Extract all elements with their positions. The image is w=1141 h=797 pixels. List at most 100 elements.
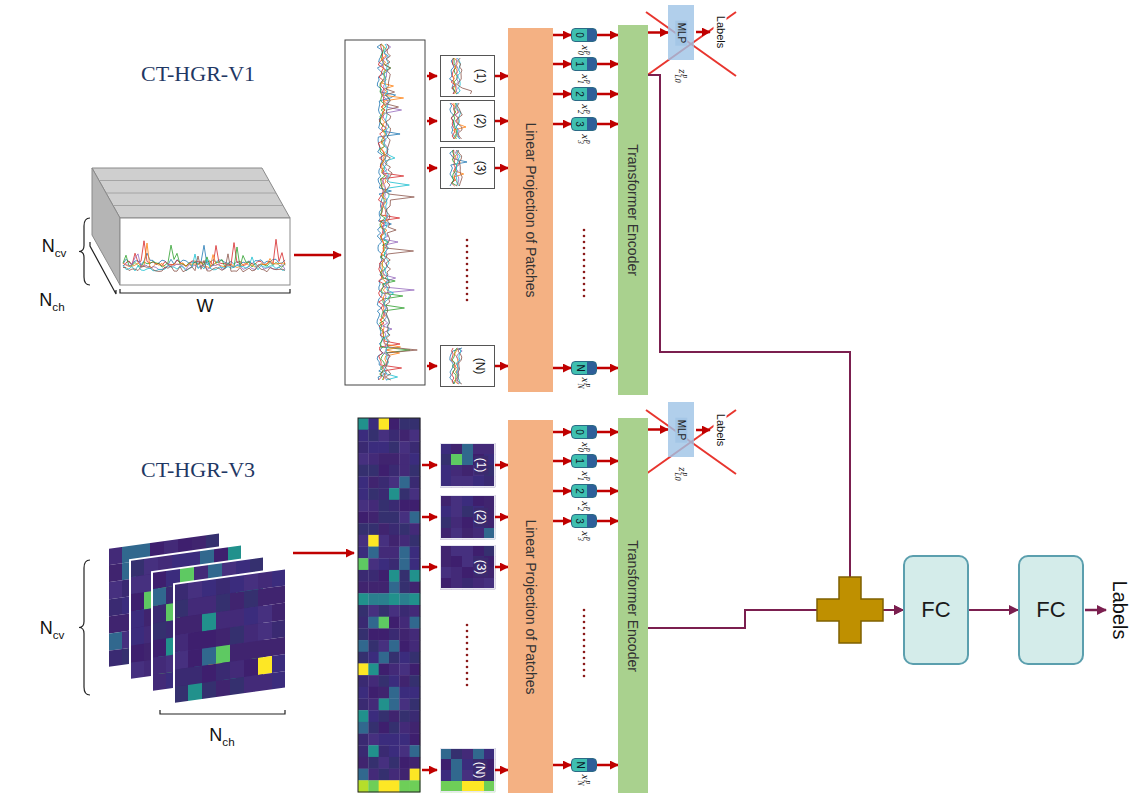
heatmap-cell [462, 578, 473, 589]
flow-arrow [427, 75, 437, 78]
heatmap-cell [440, 495, 451, 506]
heatmap-cell [368, 757, 379, 769]
dimension-bracket [90, 242, 116, 294]
heatmap-cell [410, 710, 421, 722]
heatmap-cell [244, 658, 258, 677]
superscript: p [584, 383, 592, 388]
heatmap-cell [368, 582, 379, 594]
heatmap-cell [451, 759, 462, 770]
patch-signal [450, 348, 462, 384]
heatmap-cell [368, 663, 379, 675]
heatmap-cell [399, 769, 410, 781]
heatmap-cell [258, 639, 272, 658]
heatmap-cell [473, 495, 484, 506]
emg-trace [458, 58, 472, 94]
heatmap-cell [410, 675, 421, 687]
heatmap-cell [108, 580, 122, 599]
ellipsis-dot [583, 645, 586, 648]
dimension-brace [79, 218, 90, 285]
ellipsis-dot [466, 239, 469, 242]
heatmap-cell [379, 745, 390, 757]
heatmap-cell [462, 545, 473, 556]
superscript: p [584, 780, 592, 785]
emg-trace [454, 103, 466, 139]
heatmap-cell [473, 476, 484, 487]
heatmap-cell [258, 587, 272, 606]
heatmap-cell [389, 465, 400, 477]
heatmap-cell [368, 476, 379, 488]
heatmap-cell [389, 418, 400, 430]
box-face [92, 168, 120, 285]
token-symbol-text: x [579, 774, 591, 779]
heatmap-cell [410, 757, 421, 769]
heatmap-cell [410, 640, 421, 652]
heatmap-cell [399, 745, 410, 757]
heatmap-cell [358, 453, 369, 465]
heatmap-cell [379, 465, 390, 477]
heatmap-patch: (1) [440, 443, 495, 487]
subscript: 1 [576, 477, 584, 481]
emg-trace [458, 348, 462, 384]
token-symbol-text: x [579, 134, 591, 139]
heatmap-cell [389, 687, 400, 699]
ellipsis-dot [466, 245, 469, 248]
subscript: L0 [673, 75, 681, 83]
projection-block: Linear Projection of Patches [508, 420, 553, 793]
ellipsis-dot [583, 621, 586, 624]
index-stack: pN [576, 780, 591, 785]
ellipsis-dot [583, 277, 586, 280]
heatmap-cell [451, 517, 462, 528]
mlp-head-text: MLP [675, 20, 687, 45]
ellipsis-dot [466, 672, 469, 675]
heatmap-cell [451, 545, 462, 556]
ellipsis-dot [466, 636, 469, 639]
flow-arrow [553, 520, 571, 523]
heatmap-cell [379, 430, 390, 442]
heatmap-cell [358, 582, 369, 594]
heatmap-cell [399, 418, 410, 430]
heatmap-cell [272, 603, 286, 622]
flow-arrow [495, 516, 508, 519]
heatmap-cell [174, 599, 188, 618]
heatmap-patch-text: (1) [475, 456, 489, 475]
heatmap-cell [379, 535, 390, 547]
patch-signal [450, 58, 472, 94]
subscript: 2 [576, 507, 584, 511]
heatmap-cell [152, 639, 166, 658]
heatmap-cell [473, 545, 484, 556]
heatmap-cell [389, 699, 400, 711]
heatmap-cell [389, 593, 400, 605]
heatmap-cell [379, 652, 390, 664]
heatmap-cell [244, 589, 258, 608]
flow-arrow [597, 764, 618, 767]
ellipsis-dot [466, 263, 469, 266]
heatmap-cell [451, 567, 462, 578]
emg-trace [123, 254, 285, 272]
heatmap-cell [451, 770, 462, 781]
flow-arrow [495, 769, 508, 772]
heatmap-cell [368, 699, 379, 711]
patch-token: 0 [571, 425, 597, 439]
heatmap-cell [410, 734, 421, 746]
heatmap-cell [379, 582, 390, 594]
index-stack: p3 [576, 537, 591, 541]
dimension-bracket [120, 289, 290, 293]
heatmap-cell [462, 495, 473, 506]
heatmap-cell [368, 687, 379, 699]
heatmap-cell [358, 547, 369, 559]
ellipsis-dot [466, 660, 469, 663]
heatmap-patch: (N) [440, 748, 495, 792]
heatmap-cell [410, 617, 421, 629]
flow-arrow [597, 431, 618, 434]
dimension-label: Ncv [42, 237, 67, 258]
heatmap-cell [389, 558, 400, 570]
ellipsis-dot [583, 663, 586, 666]
ellipsis-dot [466, 624, 469, 627]
heatmap-cell [410, 699, 421, 711]
subscript: 3 [576, 537, 584, 541]
emg-trace [455, 150, 460, 186]
ellipsis-dot [466, 678, 469, 681]
heatmap-cell [358, 441, 369, 453]
dimension-label: W [197, 297, 214, 315]
signal-panel [377, 44, 417, 380]
